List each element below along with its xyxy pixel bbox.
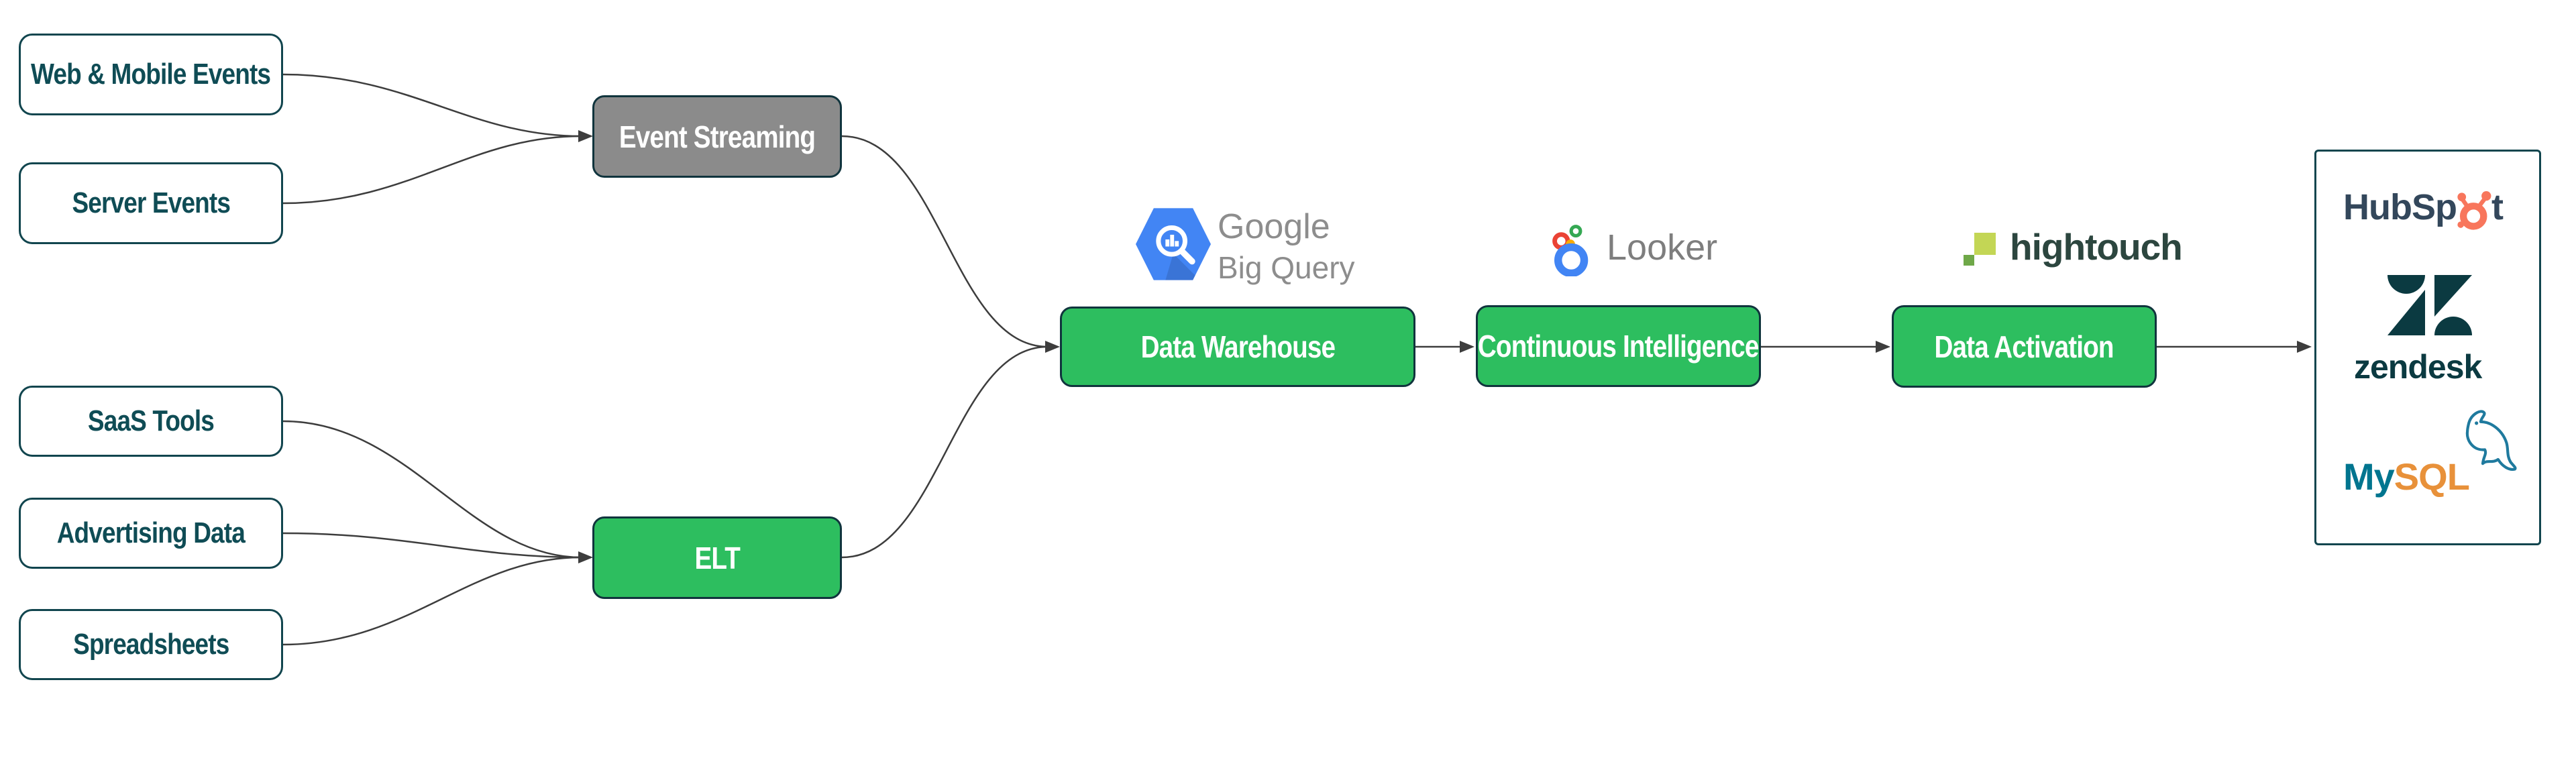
connector-advertising-to-elt <box>282 532 582 559</box>
hubspot-sprocket-icon <box>2457 190 2491 230</box>
node-server-events: Server Events <box>19 162 283 244</box>
connector-saas-to-elt <box>282 420 582 559</box>
looker-text: Looker <box>1607 227 1718 268</box>
connector-elt-to-warehouse <box>841 345 1049 559</box>
arrowhead-elt <box>578 551 593 563</box>
node-data-warehouse-label: Data Warehouse <box>1140 329 1335 364</box>
hubspot-logo: HubSp t <box>2343 186 2504 230</box>
mysql-text-sql: SQL <box>2394 455 2470 498</box>
mysql-text: MySQL <box>2343 455 2470 498</box>
node-advertising-data: Advertising Data <box>19 498 283 569</box>
node-elt: ELT <box>592 516 842 599</box>
node-data-activation: Data Activation <box>1892 305 2157 388</box>
mysql-text-my: My <box>2343 455 2395 498</box>
node-continuous-intelligence-label: Continuous Intelligence <box>1478 329 1759 364</box>
node-elt-label: ELT <box>694 540 740 575</box>
arrowhead-event-streaming <box>578 130 593 142</box>
hubspot-text-post: t <box>2491 187 2504 227</box>
arrowhead-destinations <box>2297 341 2312 353</box>
arrowhead-continuous-intelligence <box>1460 341 1474 353</box>
bigquery-hexagon-icon <box>1136 208 1211 280</box>
connector-event-streaming-to-warehouse <box>841 135 1049 348</box>
bigquery-bigquery-text: Big Query <box>1218 250 1355 285</box>
node-data-warehouse: Data Warehouse <box>1060 307 1415 387</box>
node-event-streaming: Event Streaming <box>592 95 842 178</box>
node-spreadsheets: Spreadsheets <box>19 609 283 680</box>
connector-spreadsheets-to-elt <box>282 556 582 646</box>
node-saas-tools-label: SaaS Tools <box>87 404 215 437</box>
node-spreadsheets-label: Spreadsheets <box>72 628 229 661</box>
node-saas-tools: SaaS Tools <box>19 386 283 457</box>
zendesk-mark-icon <box>2387 275 2472 335</box>
connector-server-events-to-event-streaming <box>282 135 582 205</box>
destinations-panel: HubSp t zendesk MySQL <box>2314 150 2541 545</box>
node-web-mobile-events: Web & Mobile Events <box>19 34 283 115</box>
node-web-mobile-events-label: Web & Mobile Events <box>31 58 271 91</box>
zendesk-text: zendesk <box>2354 348 2482 386</box>
arrowhead-data-warehouse <box>1045 341 1060 353</box>
node-advertising-data-label: Advertising Data <box>56 516 246 549</box>
hightouch-logo-icon <box>1964 233 1996 266</box>
hubspot-text-pre: HubSp <box>2343 187 2457 227</box>
connector-web-mobile-to-event-streaming <box>282 73 582 137</box>
looker-logo-icon <box>1552 225 1589 276</box>
mysql-dolphin-icon <box>2465 410 2517 471</box>
node-event-streaming-label: Event Streaming <box>619 119 816 154</box>
hightouch-text: hightouch <box>2010 226 2183 268</box>
node-continuous-intelligence: Continuous Intelligence <box>1476 305 1761 387</box>
node-data-activation-label: Data Activation <box>1934 329 2114 364</box>
bigquery-google-text: Google <box>1218 207 1330 246</box>
arrowhead-data-activation <box>1876 341 1890 353</box>
node-server-events-label: Server Events <box>72 186 230 219</box>
